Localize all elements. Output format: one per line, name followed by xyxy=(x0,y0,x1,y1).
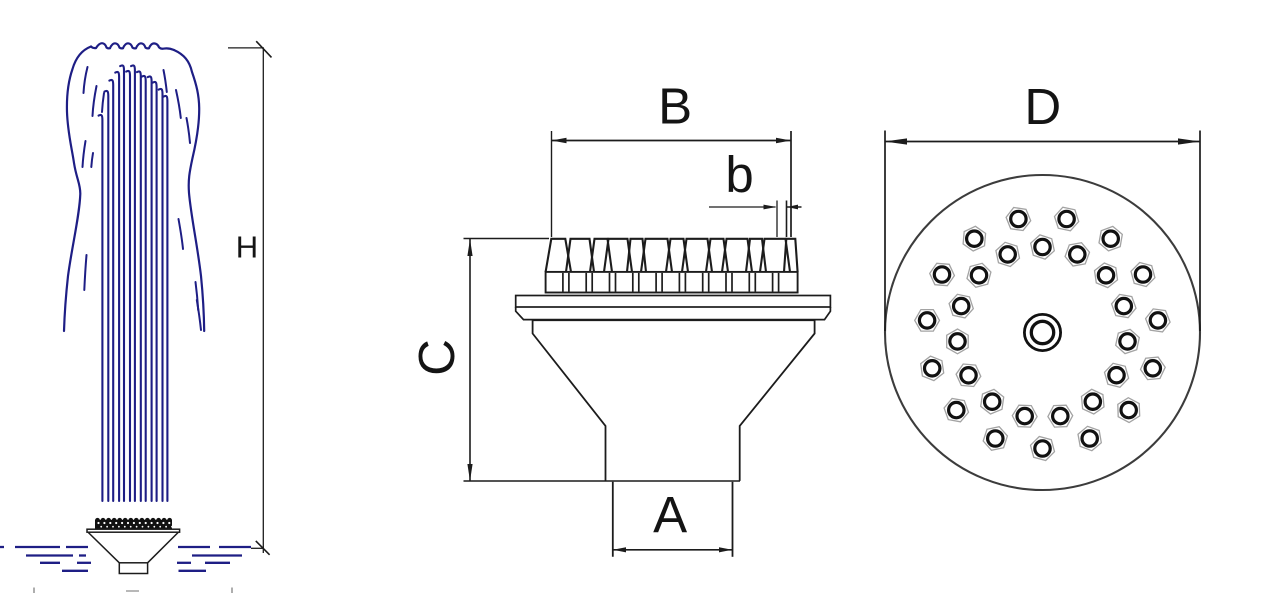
svg-text:C: C xyxy=(408,339,465,376)
svg-text:b: b xyxy=(725,146,753,203)
svg-text:H: H xyxy=(236,230,258,265)
svg-text:D: D xyxy=(1024,78,1061,135)
svg-text:B: B xyxy=(658,77,692,134)
svg-text:A: A xyxy=(653,487,687,544)
